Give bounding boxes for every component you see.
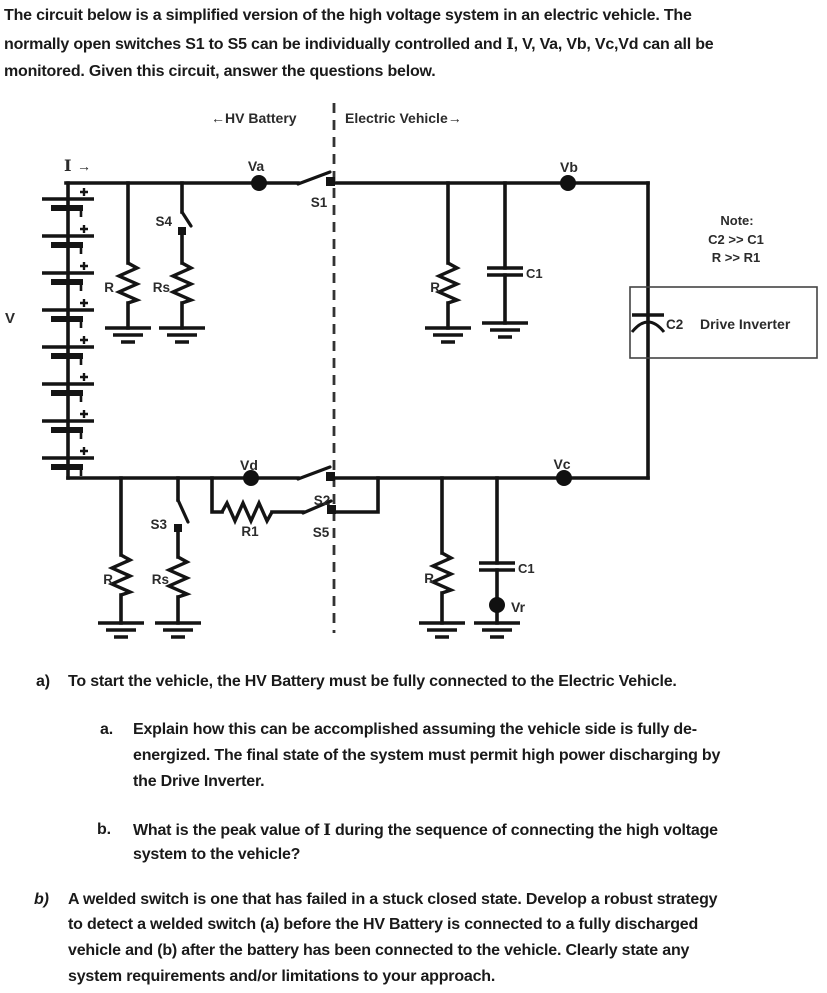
question-a-sub-b-line-2: system to the vehicle? bbox=[133, 846, 301, 863]
question-b-line-2: to detect a welded switch (a) before the… bbox=[68, 916, 699, 933]
question-a-marker: a) bbox=[36, 673, 50, 690]
question-a-sub-b-line-1-pre: What is the peak value of bbox=[133, 822, 324, 839]
precharge-bypass-wires bbox=[210, 476, 380, 514]
cap-c1-top-label: C1 bbox=[526, 266, 543, 281]
node-vc-dot bbox=[556, 470, 572, 486]
s1-contact bbox=[326, 177, 335, 186]
question-b-line-4: system requirements and/or limitations t… bbox=[68, 968, 496, 985]
resistor-zigzags bbox=[107, 261, 462, 599]
node-vb-label: Vb bbox=[560, 159, 578, 175]
intro-line-2-post: , V, Va, Vb, Vc,Vd can all be bbox=[513, 36, 714, 53]
question-a-sub-a-line-2: energized. The final state of the system… bbox=[133, 747, 721, 764]
resistor-r-bot-batt-label: R bbox=[103, 572, 113, 587]
resistor-r-bot-veh-label: R bbox=[424, 571, 434, 586]
resistor-r1-label: R1 bbox=[241, 524, 259, 539]
switch-s3-label: S3 bbox=[150, 517, 167, 532]
s4-contact bbox=[178, 227, 186, 235]
node-vb-dot bbox=[560, 175, 576, 191]
question-a-sub-a-line-3: the Drive Inverter. bbox=[133, 773, 265, 790]
s2-contact bbox=[326, 472, 335, 481]
circuit-schematic: ←HV Battery Electric Vehicle→ bbox=[5, 103, 818, 639]
node-va-label: Va bbox=[248, 158, 265, 174]
node-vd-dot bbox=[243, 470, 259, 486]
question-a-sub-b-line-1-post: during the sequence of connecting the hi… bbox=[330, 822, 718, 839]
node-vc-label: Vc bbox=[553, 456, 570, 472]
battery-short-plates bbox=[51, 205, 83, 470]
s5-contact bbox=[327, 505, 336, 514]
electric-vehicle-side-label: Electric Vehicle→ bbox=[345, 110, 462, 126]
resistor-r-top-batt-label: R bbox=[104, 280, 114, 295]
question-a-sub-b-marker: b. bbox=[97, 821, 111, 838]
battery-long-plates bbox=[42, 197, 94, 460]
current-label: I bbox=[64, 156, 71, 175]
note-line-1: C2 >> C1 bbox=[708, 232, 764, 247]
branch-wires bbox=[119, 181, 507, 625]
question-a-sub-b-line-1: What is the peak value of I during the s… bbox=[133, 820, 718, 841]
node-va-dot bbox=[251, 175, 267, 191]
cap-c2-label: C2 bbox=[666, 317, 683, 332]
s3-contact bbox=[174, 524, 182, 532]
resistor-rs-bot-label: Rs bbox=[152, 572, 169, 587]
question-a-sub-a-line-1: Explain how this can be accomplished ass… bbox=[133, 721, 697, 738]
hv-battery-side-label: ←HV Battery bbox=[211, 110, 297, 126]
switch-s5-label: S5 bbox=[313, 525, 330, 540]
node-vd-label: Vd bbox=[240, 457, 258, 473]
switch-blades bbox=[176, 170, 333, 524]
intro-line-1: The circuit below is a simplified versio… bbox=[4, 7, 692, 24]
battery-plus-marks bbox=[80, 188, 88, 455]
question-b-line-3: vehicle and (b) after the battery has be… bbox=[68, 942, 690, 959]
current-symbol-inline-2: I bbox=[323, 820, 331, 839]
note-line-2: R >> R1 bbox=[712, 250, 760, 265]
resistor-rs-top-label: Rs bbox=[153, 280, 170, 295]
capacitor-plates bbox=[479, 266, 664, 572]
question-a-sub-a-marker: a. bbox=[100, 721, 113, 738]
node-vr-label: Vr bbox=[511, 599, 526, 615]
current-symbol-inline: I bbox=[506, 34, 514, 53]
intro-line-2-pre: normally open switches S1 to S5 can be i… bbox=[4, 36, 507, 53]
switch-s4-label: S4 bbox=[155, 214, 172, 229]
resistor-r-top-veh-label: R bbox=[430, 280, 440, 295]
question-b-marker: b) bbox=[34, 891, 49, 908]
drive-inverter-box bbox=[629, 286, 818, 359]
ground-symbols bbox=[98, 321, 528, 639]
current-arrow-icon: → bbox=[77, 158, 91, 174]
question-b-line-1: A welded switch is one that has failed i… bbox=[68, 891, 718, 908]
note-title: Note: bbox=[720, 213, 753, 228]
node-vr-dot bbox=[489, 597, 505, 613]
pack-voltage-label: V bbox=[5, 310, 15, 327]
switch-s2-label: S2 bbox=[314, 493, 331, 508]
cap-c1-bot-label: C1 bbox=[518, 561, 535, 576]
drive-inverter-label: Drive Inverter bbox=[700, 316, 791, 332]
intro-line-3: monitored. Given this circuit, answer th… bbox=[4, 63, 436, 80]
question-a-text: To start the vehicle, the HV Battery mus… bbox=[68, 673, 677, 690]
intro-line-2: normally open switches S1 to S5 can be i… bbox=[4, 34, 714, 55]
switch-s1-label: S1 bbox=[311, 195, 328, 210]
c2-curved-plate bbox=[630, 320, 666, 333]
